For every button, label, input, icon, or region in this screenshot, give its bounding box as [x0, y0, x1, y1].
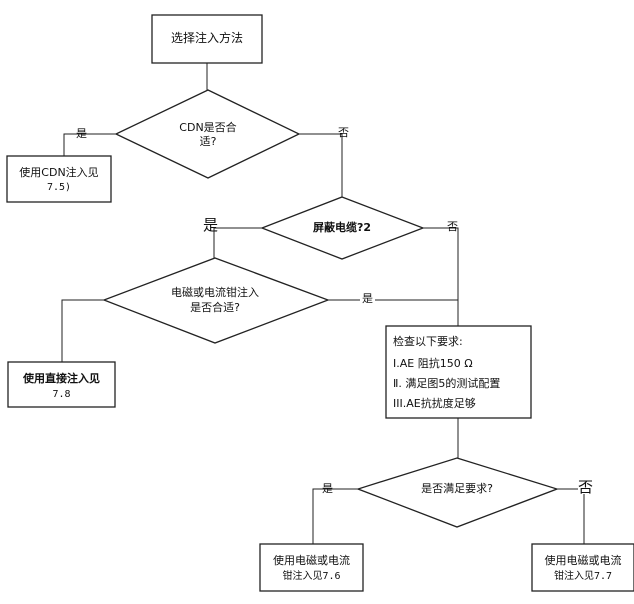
node-use-clamp-76-box: [259, 543, 364, 592]
clamp-decision-line2: 是否合适?: [190, 301, 240, 314]
edge-label-meet-no: 否: [578, 478, 594, 496]
use-clamp-77-line1: 使用电磁或电流: [544, 554, 622, 567]
edge-label-meet-yes: 是: [322, 482, 333, 495]
check-box-item3: III.AE抗扰度足够: [393, 397, 476, 410]
edge-cdn-no: [299, 133, 343, 197]
shield-decision-label: 屏蔽电缆?2: [312, 221, 372, 234]
node-use-direct-box: [7, 361, 116, 408]
edge-meet-yes: [312, 488, 358, 544]
cdn-decision-line1: CDN是否合: [179, 121, 237, 134]
use-clamp-76-line1: 使用电磁或电流: [273, 554, 350, 567]
cdn-decision-line2: 适?: [199, 135, 217, 148]
edge-shield-yes: [213, 227, 262, 258]
edge-label-shield-no: 否: [447, 220, 458, 233]
meet-decision-label: 是否满足要求?: [421, 482, 493, 495]
edge-cdn-yes: [63, 133, 116, 156]
edge-label-shield-yes: 是: [203, 216, 219, 234]
edge-shield-no: [423, 227, 459, 326]
node-clamp-decision-shape: [102, 257, 330, 344]
use-direct-line1: 使用直接注入见: [23, 372, 100, 385]
use-clamp-77-line2: 钳注入见7.7: [553, 571, 613, 582]
edge-clamp-to-direct: [61, 299, 104, 362]
use-direct-line2: 7.8: [52, 389, 71, 400]
use-cdn-line1: 使用CDN注入见: [19, 166, 99, 179]
node-meet-decision-shape: [356, 457, 559, 528]
node-use-cdn-box: [6, 155, 112, 203]
check-box-title: 检查以下要求:: [393, 335, 463, 348]
use-cdn-line2: 7.5): [46, 182, 72, 193]
start-label: 选择注入方法: [170, 31, 243, 45]
node-use-clamp-77-box: [531, 543, 634, 592]
clamp-decision-line1: 电磁或电流钳注入: [171, 286, 259, 299]
use-clamp-76-line2: 钳注入见7.6: [282, 571, 341, 582]
edge-label-cdn-yes: 是: [76, 127, 87, 140]
edge-label-cdn-no: 否: [338, 126, 349, 139]
edge-meet-no: [557, 488, 585, 544]
node-check-box: [385, 325, 532, 419]
node-start-box: [151, 14, 263, 64]
check-box-item2: Ⅱ. 满足图5的测试配置: [393, 377, 501, 390]
node-shield-decision-shape: [260, 196, 425, 260]
node-cdn-decision-shape: [114, 89, 301, 179]
check-box-item1: I.AE 阻抗150 Ω: [393, 357, 473, 370]
edge-label-clamp-yes: 是: [360, 292, 375, 306]
